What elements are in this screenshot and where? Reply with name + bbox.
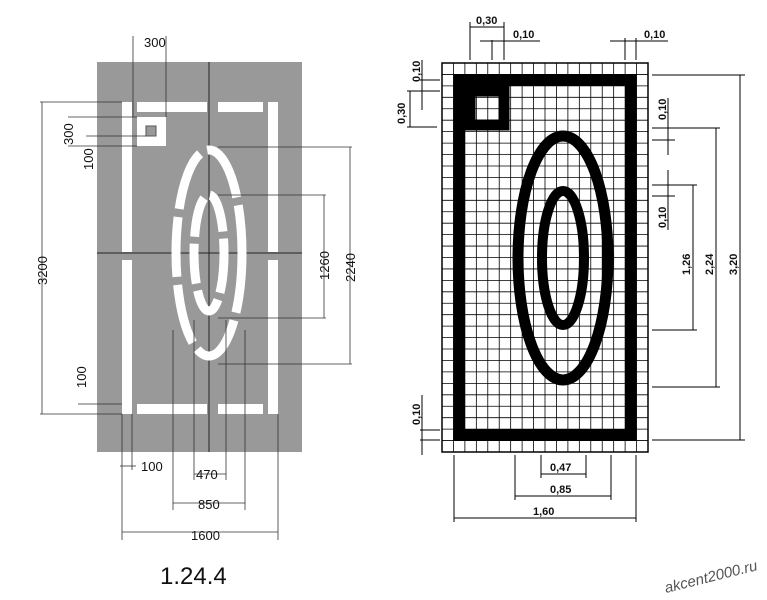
dim-total-height: 3200 — [35, 256, 50, 285]
grid-lines — [442, 63, 648, 452]
watermark: akcent2000.ru — [663, 557, 760, 597]
dim-side-gap: 100 — [141, 459, 163, 474]
dim-square-width: 0,30 — [476, 15, 497, 27]
dim-edge-margin-right: 0,10 — [644, 29, 665, 41]
ovals — [171, 145, 247, 361]
dim-square-inner: 0,10 — [513, 29, 534, 41]
right-grid-plan: 0,30 0,10 0,10 0,10 0,30 0,10 0,10 1,26 … — [396, 15, 745, 522]
dim-outer-oval-width: 0,85 — [550, 484, 571, 496]
dim-top-width: 300 — [144, 35, 166, 50]
dim-square-height: 0,30 — [396, 103, 408, 124]
dim-bottom-margin: 0,10 — [411, 404, 423, 425]
dim-inner-oval-width: 0,47 — [550, 462, 571, 474]
dim-total-width: 1,60 — [533, 506, 554, 518]
dim-inner-oval-gap: 0,10 — [657, 207, 669, 228]
drawing-caption: 1.24.4 — [160, 563, 227, 590]
dim-inner-oval-width: 470 — [196, 467, 218, 482]
dim-total-width: 1600 — [191, 528, 220, 543]
dim-outer-oval-height: 2240 — [343, 253, 358, 282]
dim-inner-oval-height: 1,26 — [681, 254, 693, 275]
dim-bottom-gap: 100 — [74, 366, 89, 388]
left-marking-plan: 300 300 100 3200 100 1260 2240 100 470 8… — [35, 35, 358, 590]
dim-inner-oval-height: 1260 — [317, 251, 332, 280]
dim-square-size: 300 — [61, 123, 76, 145]
dim-outer-oval-width: 850 — [198, 497, 220, 512]
dim-edge-margin-top: 0,10 — [411, 61, 423, 82]
dim-square-gap: 100 — [81, 148, 96, 170]
dim-total-height: 3,20 — [728, 254, 740, 275]
dim-outer-oval-gap: 0,10 — [657, 99, 669, 120]
dim-outer-oval-height: 2,24 — [704, 253, 716, 275]
white-stripes — [122, 102, 278, 414]
